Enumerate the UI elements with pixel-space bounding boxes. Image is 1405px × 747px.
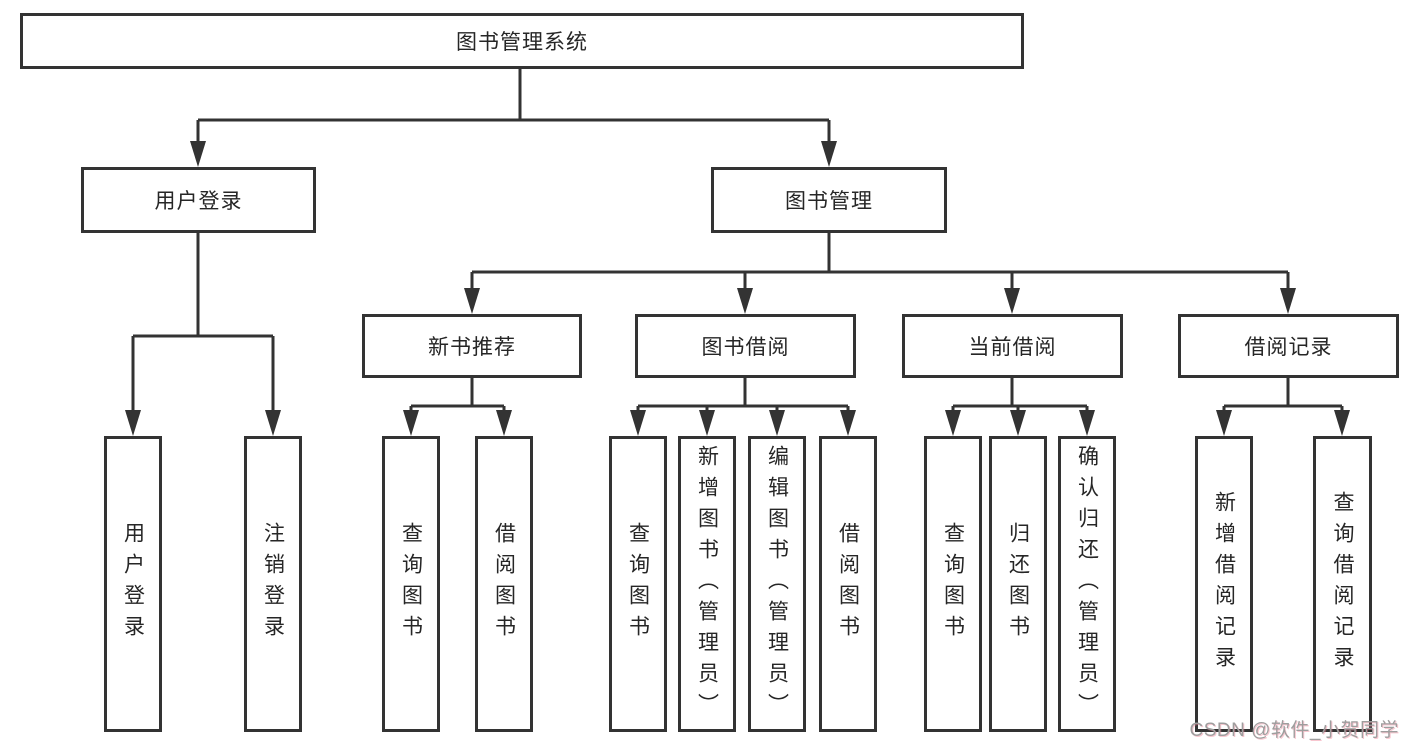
leaf-recommend-query-books: 查询图书 [382,436,440,732]
node-library-management-system: 图书管理系统 [20,13,1024,69]
leaf-current-query-books: 查询图书 [924,436,982,732]
leaf-logout: 注销登录 [244,436,302,732]
leaf-edit-books-admin: 编辑图书（管理员） [748,436,806,732]
leaf-borrow-books: 借阅图书 [819,436,877,732]
leaf-query-borrow-record: 查询借阅记录 [1313,436,1372,732]
node-borrowing-records: 借阅记录 [1178,314,1399,378]
node-new-book-recommendation: 新书推荐 [362,314,582,378]
leaf-confirm-return-admin: 确认归还（管理员） [1058,436,1116,732]
node-user-login: 用户登录 [81,167,316,233]
leaf-recommend-borrow-books: 借阅图书 [475,436,533,732]
leaf-return-books: 归还图书 [989,436,1047,732]
leaf-add-books-admin: 新增图书（管理员） [678,436,736,732]
node-book-management: 图书管理 [711,167,947,233]
node-book-borrowing: 图书借阅 [635,314,856,378]
leaf-user-login: 用户登录 [104,436,162,732]
csdn-watermark: CSDN @软件_小贺同学 [1189,720,1399,741]
leaf-add-borrow-record: 新增借阅记录 [1195,436,1253,732]
node-current-borrowing: 当前借阅 [902,314,1123,378]
leaf-borrowing-query-books: 查询图书 [609,436,667,732]
